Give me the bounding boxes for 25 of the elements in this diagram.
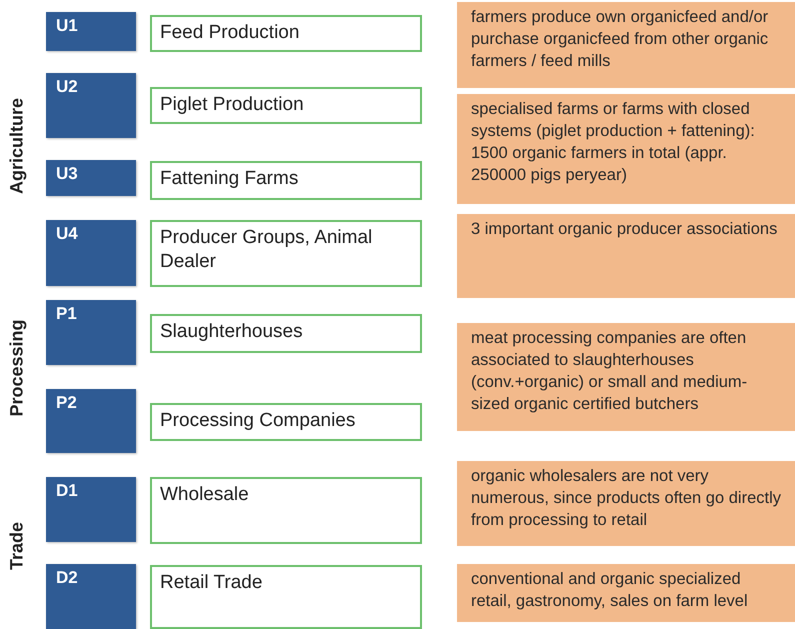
stage-box: Processing Companies (150, 403, 422, 441)
code-box: P1 (46, 300, 136, 365)
stage-box: Producer Groups, Animal Dealer (150, 220, 422, 287)
stage-box: Fattening Farms (150, 161, 422, 200)
sector-label: Trade (6, 522, 28, 570)
sector-label: Processing (6, 319, 28, 417)
code-box: D2 (46, 564, 136, 629)
stage-box: Piglet Production (150, 87, 422, 124)
stage-box: Retail Trade (150, 565, 422, 629)
stage-box: Wholesale (150, 477, 422, 544)
stage-box: Slaughterhouses (150, 314, 422, 353)
description-box: farmers produce own organicfeed and/or purchase organicfeed from other organic farmers / feed mills (457, 2, 795, 88)
code-box: U3 (46, 160, 136, 196)
description-box: 3 important organic producer associations (457, 214, 795, 298)
code-box: U4 (46, 220, 136, 286)
code-box: D1 (46, 477, 136, 542)
description-box: meat processing companies are often associated to slaughterhouses (conv.+organic) or small and medium-sized organic certified butchers (457, 323, 795, 431)
stage-box: Feed Production (150, 15, 422, 52)
code-box: P2 (46, 389, 136, 453)
code-box: U2 (46, 73, 136, 138)
code-box: U1 (46, 12, 136, 51)
sector-label: Agriculture (6, 98, 28, 194)
description-box: conventional and organic specialized retail, gastronomy, sales on farm level (457, 564, 795, 622)
description-box: specialised farms or farms with closed systems (piglet production + fattening): 1500 organic farmers in total (appr. 250000 pigs peryear) (457, 94, 795, 204)
description-box: organic wholesalers are not very numerous, since products often go directly from processing to retail (457, 461, 795, 546)
